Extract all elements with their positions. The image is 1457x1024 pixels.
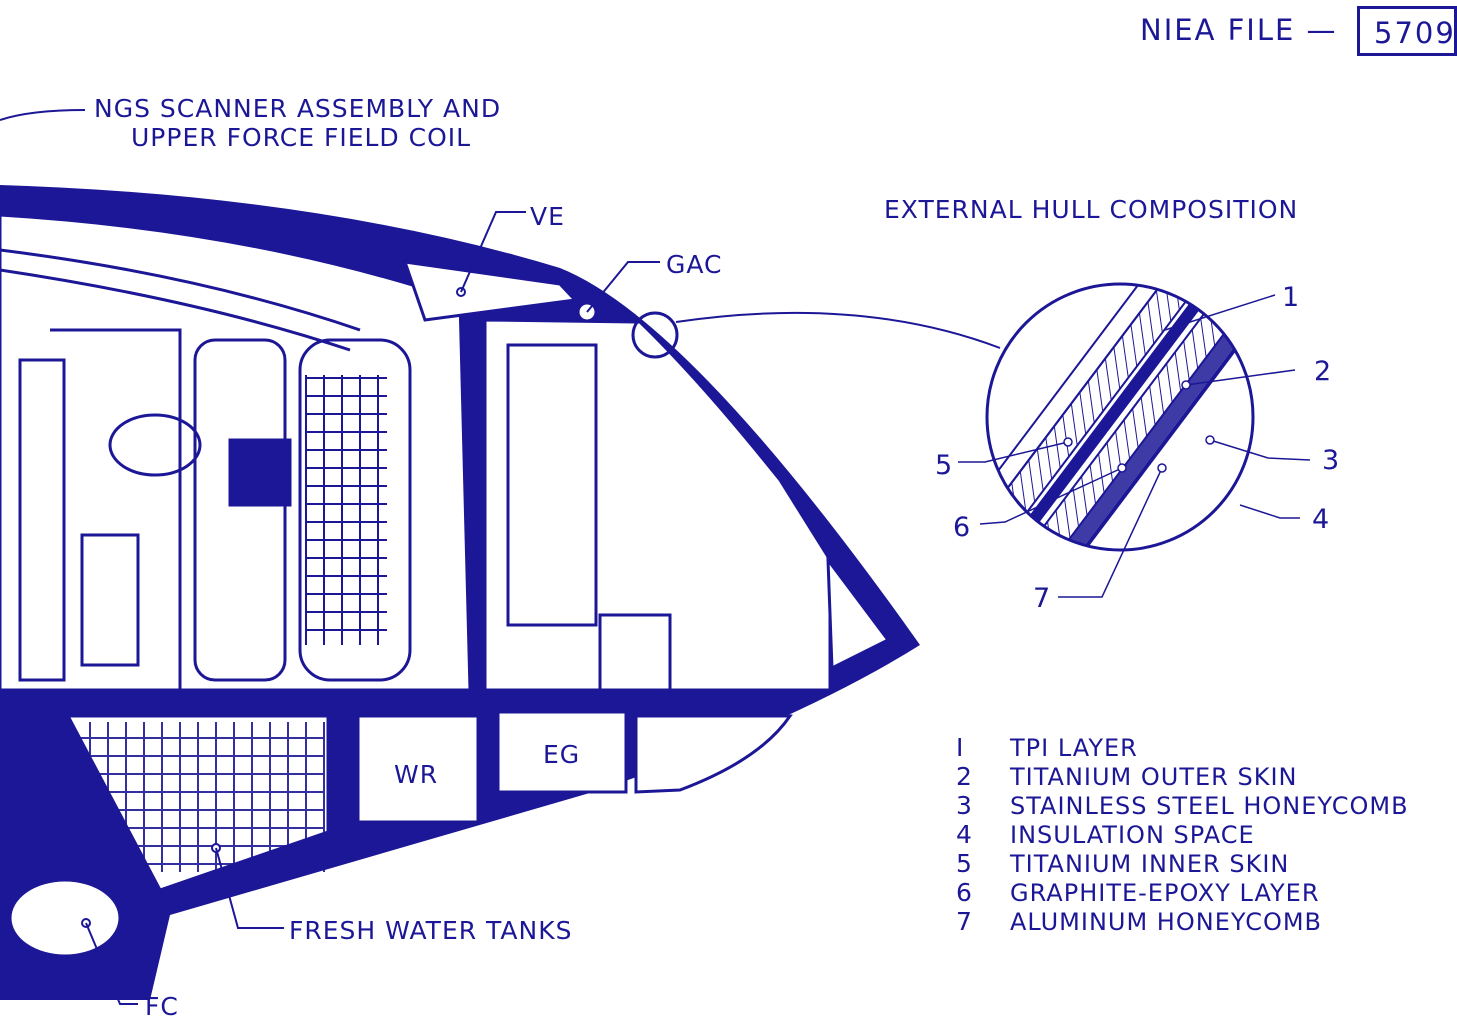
legend-number: I [956,733,964,762]
nose-cavity [826,555,891,671]
ve-box [402,260,579,322]
fresh-water-label: FRESH WATER TANKS [289,916,573,945]
legend-text: INSULATION SPACE [1010,820,1255,849]
legend-text: TITANIUM OUTER SKIN [1010,762,1298,791]
legend-row: 2 TITANIUM OUTER SKIN [952,762,1409,791]
layer-leaders [958,294,1311,598]
legend-row: I TPI LAYER [952,733,1409,762]
layer-number-3: 3 [1322,445,1341,476]
cabinet-grid [305,375,387,645]
legend-number: 5 [956,849,972,878]
layer-number-5: 5 [935,450,954,481]
ve-label: VE [530,202,565,231]
keel-strip [60,965,110,975]
fc-label: FC [145,992,179,1021]
file-number-box: 5709 [1357,6,1457,56]
legend-text: GRAPHITE-EPOXY LAYER [1010,878,1320,907]
gac-label: GAC [666,250,723,279]
legend-text: ALUMINUM HONEYCOMB [1010,907,1323,936]
ngs-callout-line2: UPPER FORCE FIELD COIL [131,123,472,152]
tank-grid [80,722,325,872]
layer-number-1: 1 [1282,282,1301,313]
legend-number: 6 [956,878,972,907]
legend-row: 7 ALUMINUM HONEYCOMB [952,907,1409,936]
layer-number-2: 2 [1314,356,1333,387]
hull-composition-title: EXTERNAL HULL COMPOSITION [884,195,1299,224]
legend-row: 6 GRAPHITE-EPOXY LAYER [952,878,1409,907]
legend-number: 2 [956,762,972,791]
file-label: NIEA FILE — [1140,13,1338,47]
legend-text: TPI LAYER [1010,733,1138,762]
legend-row: 4 INSULATION SPACE [952,820,1409,849]
eg-label: EG [543,740,581,769]
wr-tank [356,714,480,824]
lower-forward-bay [634,714,793,794]
ngs-callout-line1: NGS SCANNER ASSEMBLY AND [94,94,502,123]
forward-bay [483,318,832,692]
layer-number-7: 7 [1033,583,1052,614]
wr-label: WR [394,760,439,789]
file-number: 5709 [1374,16,1456,50]
leader-lines [0,109,1001,1005]
eg-tank [496,710,628,794]
hull-section-layers [987,284,1253,550]
hull-section-circle [985,282,1255,552]
legend-number: 3 [956,791,972,820]
legend-text: STAINLESS STEEL HONEYCOMB [1010,791,1409,820]
interior-details [0,248,679,692]
fc-tank [8,878,122,958]
layer-number-4: 4 [1312,504,1331,535]
legend-row: 5 TITANIUM INNER SKIN [952,849,1409,878]
legend-number: 7 [956,907,972,936]
layer-number-6: 6 [953,512,972,543]
legend-text: TITANIUM INNER SKIN [1010,849,1290,878]
legend-number: 4 [956,820,972,849]
layer-legend: I TPI LAYER 2 TITANIUM OUTER SKIN 3 STAINLE… [952,733,1409,936]
legend-row: 3 STAINLESS STEEL HONEYCOMB [952,791,1409,820]
